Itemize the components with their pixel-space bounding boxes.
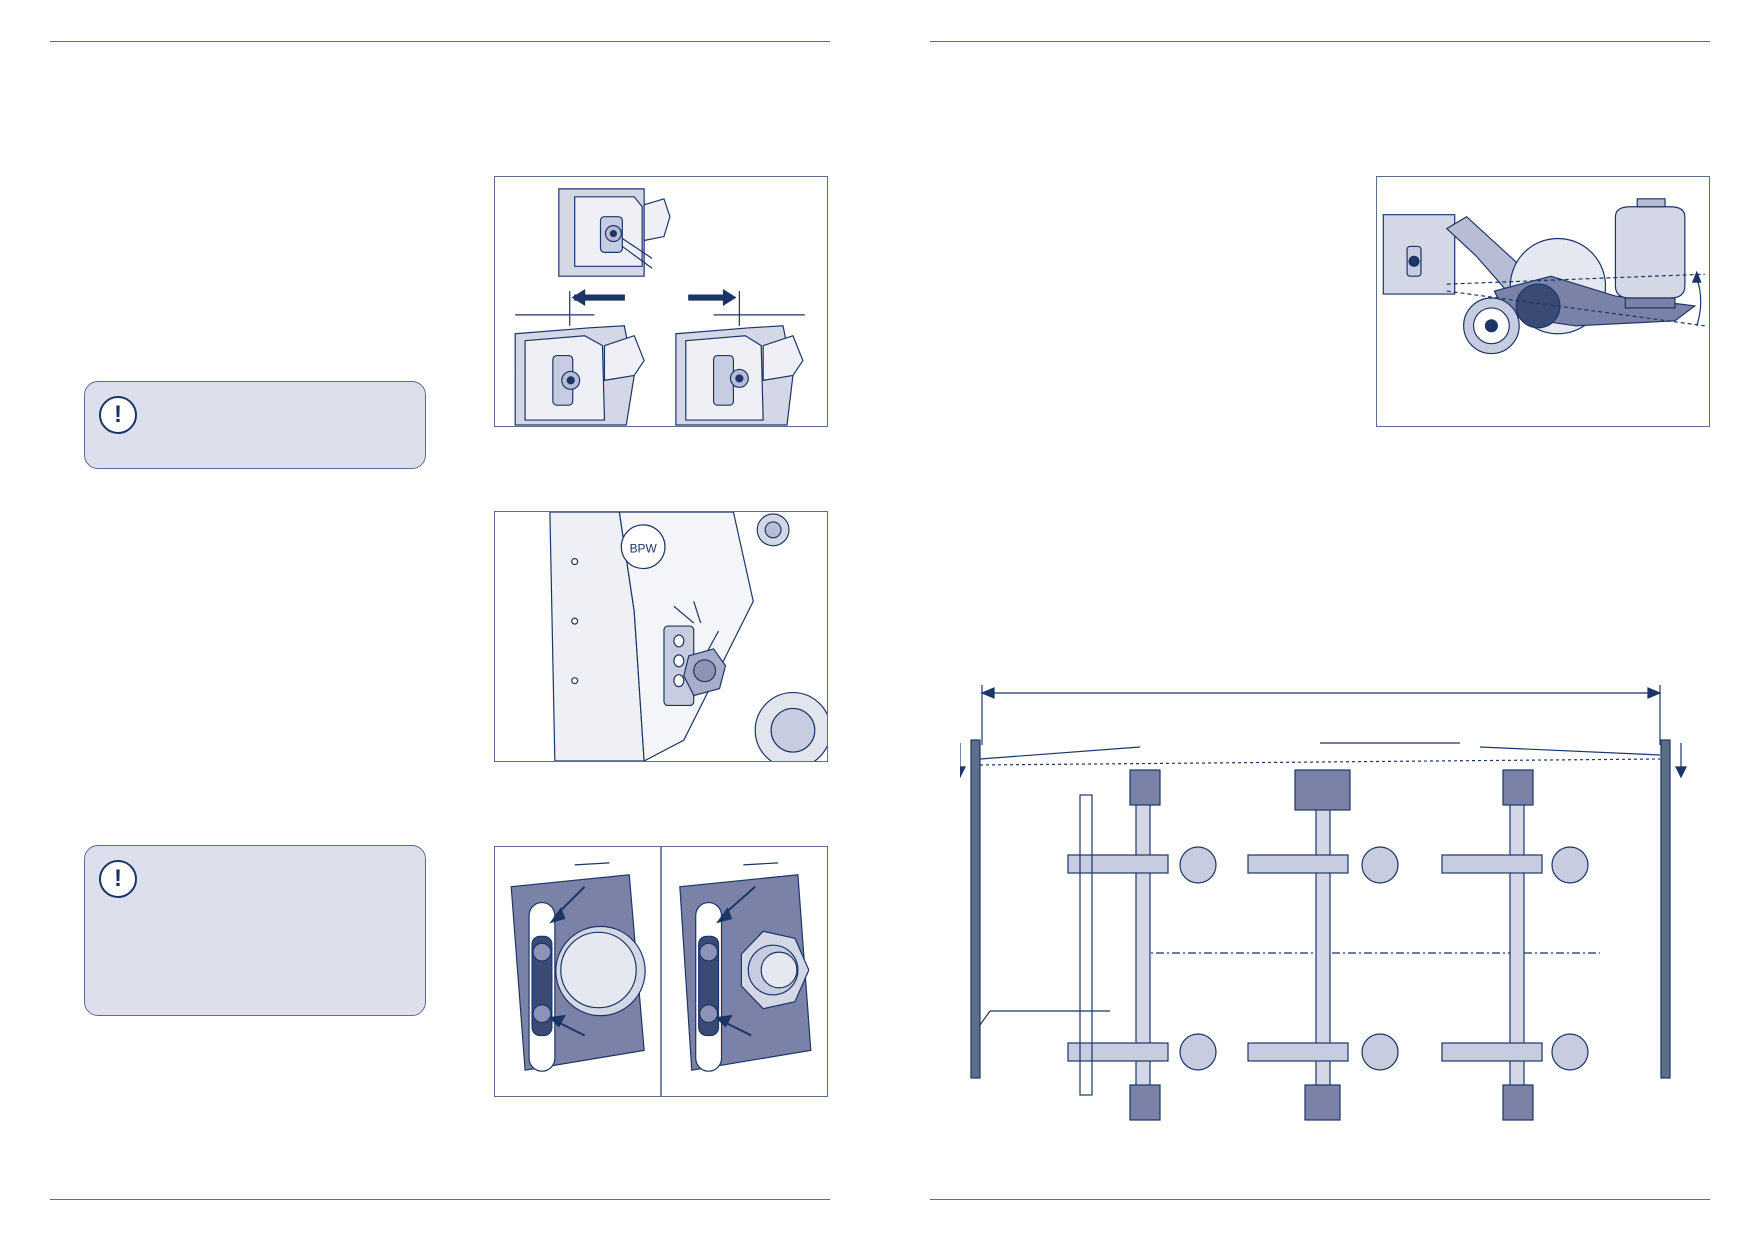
axle-1 [1067,769,1217,1121]
bottom-rule-left [50,1199,830,1200]
axle-alignment-illustration [954,685,1687,1121]
figure-adjustment-plate [494,846,828,1097]
figure-hanger-bracket: BPW [494,511,828,762]
figure-eccentric-adjustment [494,176,828,427]
bpw-logo: BPW [630,542,658,556]
hanger-bracket-illustration: BPW [549,512,827,761]
top-rule-right [930,41,1710,42]
adjustment-plate-illustration [510,847,812,1096]
bottom-rule-right [930,1199,1710,1200]
warning-note-1: ! [84,381,426,469]
eccentric-adjustment-illustration [514,188,805,426]
warning-note-2: ! [84,845,426,1016]
figure-axle-alignment [954,675,1700,1135]
axle-3 [1441,769,1589,1121]
top-rule-left [50,41,830,42]
axle-2 [1247,769,1399,1121]
exclamation-icon: ! [99,396,137,434]
figure-suspension-side-view [1376,176,1710,427]
suspension-side-view-illustration [1382,198,1705,355]
exclamation-icon: ! [99,860,137,898]
